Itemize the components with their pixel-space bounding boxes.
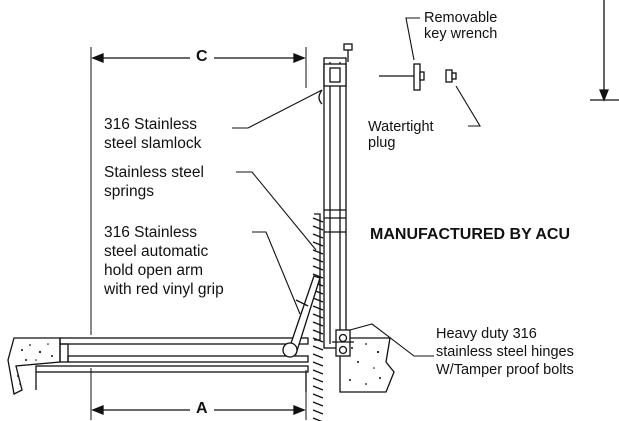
dimension-c-label: C (193, 48, 211, 66)
dimension-c-line (90, 47, 307, 335)
key-wrench (379, 63, 425, 91)
label-slamlock: 316 Stainless steel slamlock (104, 116, 202, 152)
leader-key-wrench (405, 17, 420, 61)
hold-open-arm (282, 275, 321, 358)
label-removable-key-wrench: Removable key wrench (424, 10, 498, 42)
dimension-a-line (90, 368, 307, 420)
manufacturer-text: MANUFACTURED BY ACU (370, 226, 570, 243)
open-cover-leaf (323, 57, 347, 349)
label-watertight-plug: Watertight plug (368, 119, 434, 151)
leader-hold-open-arm (252, 231, 301, 315)
leader-springs (236, 171, 317, 251)
watertight-plug-part (445, 69, 457, 83)
label-hold-open-arm: 316 Stainless steel automatic hold open … (104, 224, 224, 298)
slamlock (318, 43, 353, 105)
leader-slamlock (232, 89, 323, 129)
label-hinges: Heavy duty 316 stainless steel hinges W/… (436, 326, 574, 378)
hatch-frame (35, 337, 309, 392)
dimension-a-label: A (193, 400, 211, 418)
springs (312, 213, 324, 421)
label-springs: Stainless steel springs (104, 164, 204, 200)
right-edge-arrow (590, 0, 619, 102)
hinge (332, 329, 354, 357)
leader-watertight-plug (455, 85, 481, 127)
leader-hinges (349, 323, 434, 357)
